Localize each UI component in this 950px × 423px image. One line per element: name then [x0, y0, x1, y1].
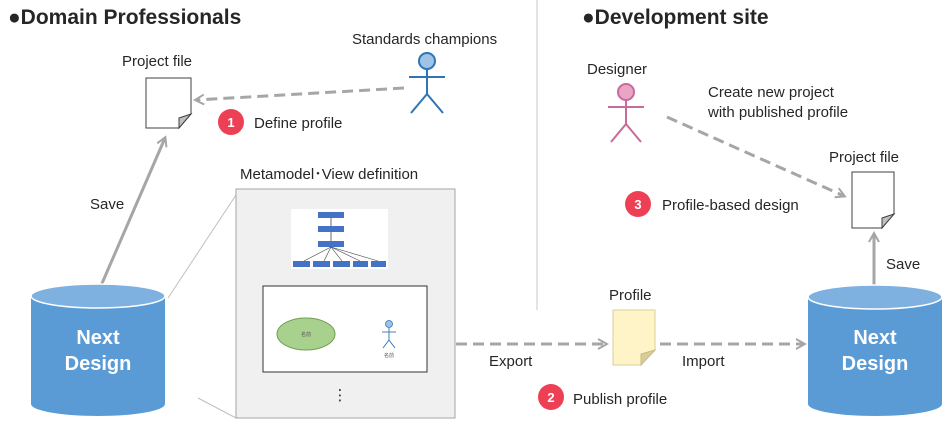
publish-profile-label: Publish profile: [573, 391, 667, 408]
svg-text:名前: 名前: [384, 352, 394, 359]
import-label: Import: [682, 353, 725, 370]
badge-profile-based-design: 3: [625, 191, 651, 217]
create-project-label-line1: Create new project: [708, 84, 835, 101]
development-site-heading: ●Development site: [582, 6, 769, 29]
svg-text:Design: Design: [65, 353, 132, 375]
create-project-label-line2: with published profile: [707, 104, 848, 121]
metamodel-thumbnail: [291, 209, 388, 269]
view-definition-thumbnail: 名前 名前: [262, 285, 428, 373]
save-label-left: Save: [90, 196, 124, 213]
domain-professionals-heading: ●Domain Professionals: [8, 6, 241, 29]
panel-projection-top: [167, 194, 237, 299]
svg-text:Next: Next: [853, 327, 897, 349]
svg-text:3: 3: [634, 197, 641, 212]
save-label-right: Save: [886, 256, 920, 273]
svg-text:Next: Next: [76, 327, 120, 349]
create-project-arrow: [666, 115, 844, 196]
project-file-label-left: Project file: [122, 53, 192, 70]
badge-publish-profile: 2: [538, 384, 564, 410]
save-arrow-left: [98, 138, 165, 289]
badge-define-profile: 1: [218, 109, 244, 135]
export-label: Export: [489, 353, 533, 370]
designer-figure-icon: [608, 83, 644, 143]
next-design-database-right: Next Design: [807, 284, 943, 416]
standards-champion-figure-icon: [409, 52, 445, 114]
define-profile-label: Define profile: [254, 115, 342, 132]
panel-projection-bottom: [197, 397, 237, 419]
project-file-icon-left: [145, 77, 193, 130]
svg-text:2: 2: [547, 390, 554, 405]
project-file-label-right: Project file: [829, 149, 899, 166]
next-design-database-left: Next Design: [30, 283, 166, 416]
profile-label: Profile: [609, 287, 652, 304]
svg-text:名前: 名前: [301, 331, 311, 338]
define-profile-arrow: [196, 86, 405, 100]
profile-note-icon: [612, 309, 657, 367]
more-views-ellipsis: ⋮: [333, 387, 348, 404]
svg-text:Design: Design: [842, 353, 909, 375]
standards-champions-label: Standards champions: [352, 31, 497, 48]
designer-label: Designer: [587, 61, 647, 78]
metamodel-view-definition-label: Metamodel･View definition: [240, 166, 418, 183]
profile-based-design-label: Profile-based design: [662, 197, 799, 214]
svg-text:1: 1: [227, 115, 234, 130]
project-file-icon-right: [851, 171, 896, 230]
